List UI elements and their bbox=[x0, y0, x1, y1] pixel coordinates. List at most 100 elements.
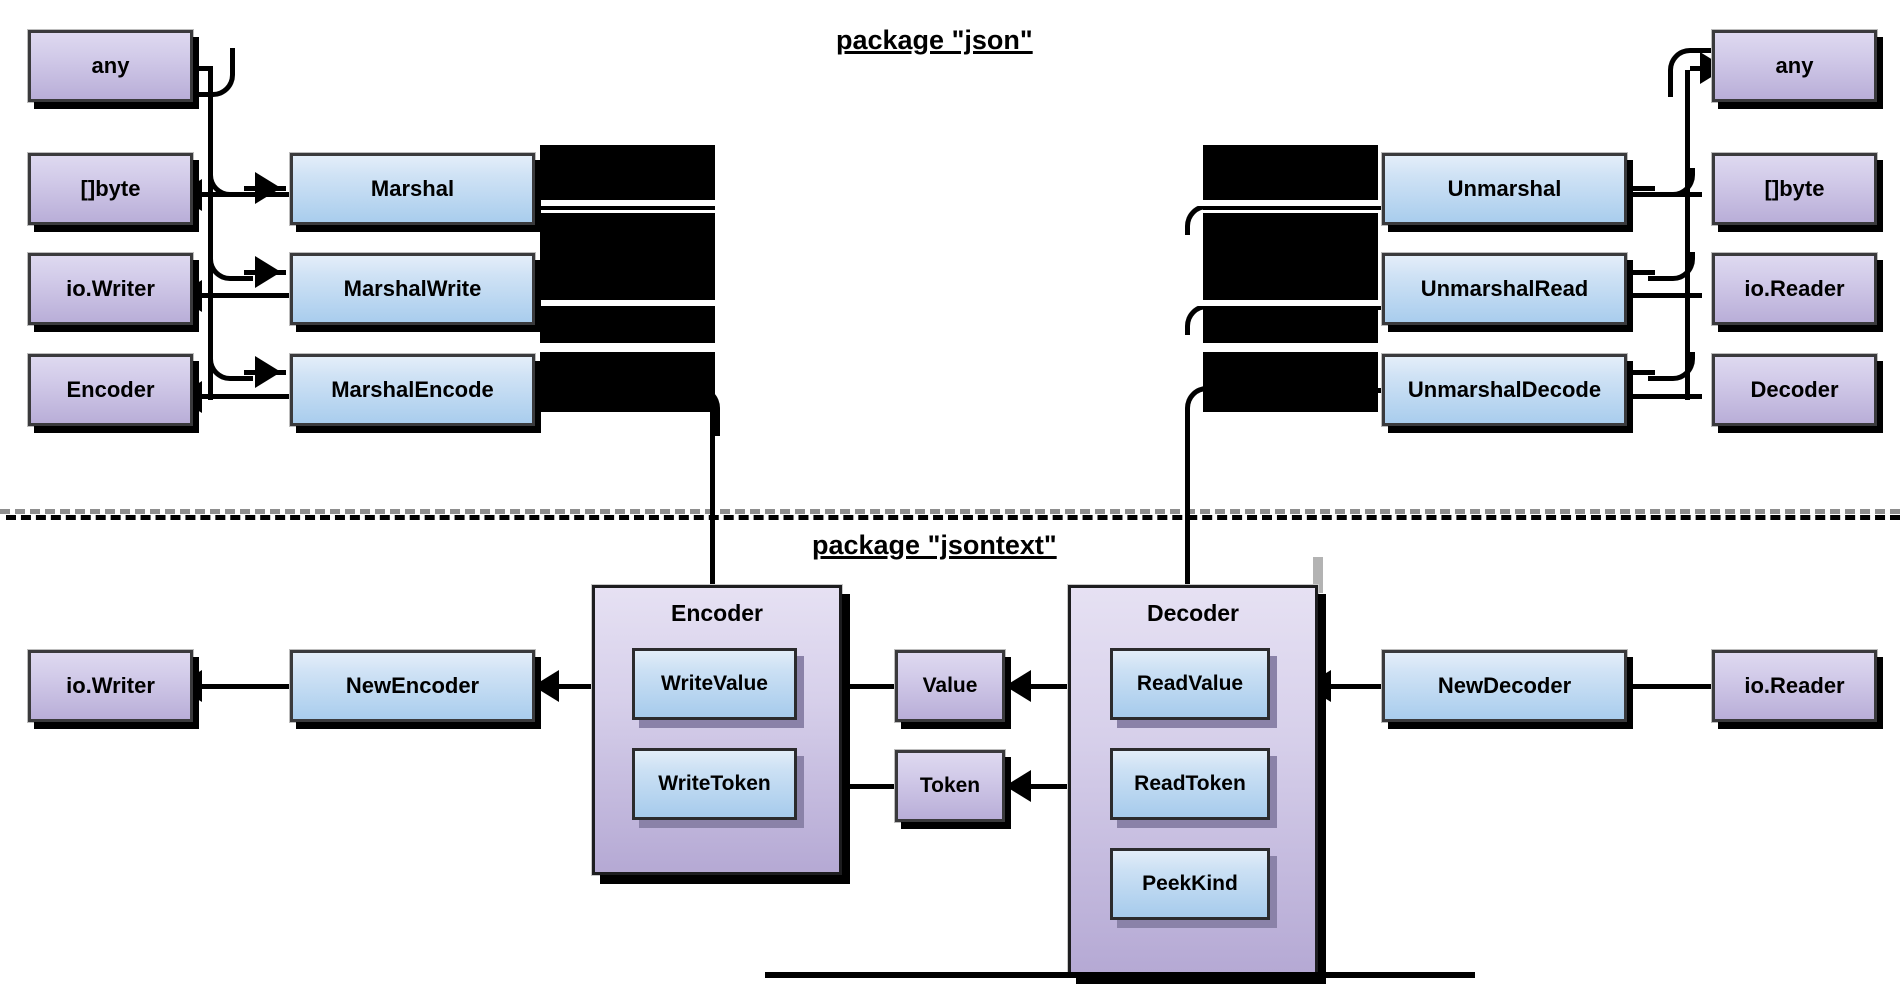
method-box-writevalue[interactable]: WriteValue bbox=[632, 648, 797, 720]
method-box-writetoken[interactable]: WriteToken bbox=[632, 748, 797, 820]
edge-any-branch-marshalwrite bbox=[208, 252, 253, 281]
edge-unm-elbow-2 bbox=[1185, 304, 1214, 335]
edge-unm-elbow-1 bbox=[1185, 204, 1214, 235]
edge-readvalue-to-value bbox=[1012, 684, 1117, 689]
edge-encoder-trunk bbox=[710, 410, 715, 585]
edge-marshal-to-bytes bbox=[200, 192, 290, 197]
edge-any-stub-left bbox=[188, 66, 213, 71]
type-box-decoder-right[interactable]: Decoder bbox=[1712, 354, 1877, 426]
edge-marshal-out bbox=[535, 205, 715, 210]
type-box-iowriter-bottom[interactable]: io.Writer bbox=[28, 650, 193, 722]
edge-decoder-to-unmarshaldecode bbox=[1612, 394, 1702, 399]
arrowhead-encoder-to-newencoder bbox=[533, 670, 559, 702]
type-box-token[interactable]: Token bbox=[895, 750, 1005, 822]
edge-any-trunk-left bbox=[208, 70, 213, 400]
edge-unmarshal-in bbox=[1203, 205, 1383, 210]
type-label: any bbox=[91, 53, 130, 78]
type-label: Token bbox=[919, 774, 981, 797]
type-label: any bbox=[1775, 53, 1814, 78]
arrowhead-readvalue-to-value bbox=[1005, 670, 1031, 702]
render-artifact-right-1 bbox=[1203, 145, 1378, 205]
edge-unmarshaldecode-branch-right bbox=[1648, 352, 1695, 381]
arrowhead-any-to-marshalencode bbox=[255, 356, 281, 388]
bottom-baseline bbox=[765, 972, 1475, 978]
edge-encoder-elbow bbox=[670, 386, 720, 436]
type-label: io.Writer bbox=[66, 673, 155, 698]
type-box-iowriter-left[interactable]: io.Writer bbox=[28, 253, 193, 325]
method-box-peekkind[interactable]: PeekKind bbox=[1110, 848, 1270, 920]
function-label: Marshal bbox=[370, 176, 455, 201]
type-label: io.Reader bbox=[1744, 673, 1845, 698]
function-box-newdecoder[interactable]: NewDecoder bbox=[1382, 650, 1627, 722]
type-label: io.Writer bbox=[66, 276, 155, 301]
edge-unmarshal-branch-right-line bbox=[1610, 186, 1655, 191]
package-title-jsontext: package "jsontext" bbox=[812, 530, 1057, 560]
method-box-readtoken[interactable]: ReadToken bbox=[1110, 748, 1270, 820]
package-divider bbox=[0, 509, 1900, 514]
edge-bytes-to-unmarshal bbox=[1612, 192, 1702, 197]
method-label: ReadToken bbox=[1134, 772, 1246, 795]
edge-newdecoder-to-decoder bbox=[1330, 684, 1430, 689]
arrowhead-readtoken-to-token bbox=[1005, 770, 1031, 802]
package-title-json: package "json" bbox=[836, 25, 1033, 55]
type-label: Decoder bbox=[1750, 377, 1839, 402]
type-box-bytes-left[interactable]: []byte bbox=[28, 153, 193, 225]
edge-unmarshalread-in bbox=[1203, 305, 1383, 310]
package-divider-shadow bbox=[6, 515, 1900, 520]
type-box-any-left[interactable]: any bbox=[28, 30, 193, 102]
edge-marshalencode-out bbox=[535, 388, 715, 393]
edge-value-to-writevalue bbox=[845, 684, 910, 689]
edge-any-trunk-right bbox=[1685, 70, 1690, 400]
render-artifact-left-1 bbox=[540, 145, 715, 205]
type-label: Value bbox=[922, 674, 978, 697]
function-label: MarshalEncode bbox=[331, 377, 494, 402]
arrowhead-any-to-marshal bbox=[255, 172, 281, 204]
render-artifact-right-2 bbox=[1203, 213, 1378, 343]
group-encoder-title: Encoder bbox=[670, 600, 764, 626]
edge-token-to-writetoken bbox=[845, 784, 910, 789]
type-label: Encoder bbox=[66, 377, 155, 402]
type-box-ioreader-right[interactable]: io.Reader bbox=[1712, 253, 1877, 325]
edge-unmarshalread-in-hl bbox=[1198, 300, 1386, 306]
edge-marshalwrite-out bbox=[535, 305, 715, 310]
type-box-value[interactable]: Value bbox=[895, 650, 1005, 722]
function-label: UnmarshalRead bbox=[1420, 276, 1589, 301]
function-box-unmarshaldecode[interactable]: UnmarshalDecode bbox=[1382, 354, 1627, 426]
method-box-readvalue[interactable]: ReadValue bbox=[1110, 648, 1270, 720]
method-label: ReadValue bbox=[1136, 672, 1244, 695]
function-box-unmarshal[interactable]: Unmarshal bbox=[1382, 153, 1627, 225]
edge-unmarshaldecode-in bbox=[1203, 388, 1383, 393]
function-box-newencoder[interactable]: NewEncoder bbox=[290, 650, 535, 722]
function-box-marshalwrite[interactable]: MarshalWrite bbox=[290, 253, 535, 325]
type-box-bytes-right[interactable]: []byte bbox=[1712, 153, 1877, 225]
function-box-marshalencode[interactable]: MarshalEncode bbox=[290, 354, 535, 426]
method-label: PeekKind bbox=[1142, 872, 1238, 895]
edge-decoder-elbow bbox=[1185, 386, 1235, 436]
render-artifact-left-2 bbox=[540, 213, 715, 343]
function-label: MarshalWrite bbox=[343, 276, 482, 301]
type-box-ioreader-bottom[interactable]: io.Reader bbox=[1712, 650, 1877, 722]
group-decoder-title: Decoder bbox=[1146, 600, 1240, 626]
edge-any-elbow-left bbox=[185, 48, 235, 97]
edge-marshal-out-hl bbox=[535, 200, 720, 206]
type-box-any-right[interactable]: any bbox=[1712, 30, 1877, 102]
edge-readtoken-to-token bbox=[1012, 784, 1117, 789]
edge-marshalwrite-to-writer bbox=[200, 293, 290, 298]
function-box-marshal[interactable]: Marshal bbox=[290, 153, 535, 225]
group-encoder[interactable]: Encoder bbox=[592, 585, 842, 875]
type-label: []byte bbox=[1764, 176, 1825, 201]
function-label: Unmarshal bbox=[1447, 176, 1562, 201]
edge-encoder-to-newencoder bbox=[540, 684, 640, 689]
edge-unmarshal-in-hl bbox=[1198, 200, 1386, 206]
type-label: []byte bbox=[80, 176, 141, 201]
function-label: NewEncoder bbox=[345, 673, 480, 698]
method-label: WriteToken bbox=[658, 772, 771, 795]
edge-unmarshalread-branch-right-line bbox=[1610, 270, 1655, 275]
function-label: NewDecoder bbox=[1437, 673, 1572, 698]
edge-unmarshalread-branch-right bbox=[1648, 252, 1695, 281]
type-box-encoder-left[interactable]: Encoder bbox=[28, 354, 193, 426]
function-box-unmarshalread[interactable]: UnmarshalRead bbox=[1382, 253, 1627, 325]
edge-ioreader-to-newdecoder bbox=[1630, 684, 1725, 689]
edge-marshalwrite-out-hl bbox=[535, 300, 720, 306]
edge-any-elbow-right bbox=[1668, 48, 1718, 97]
